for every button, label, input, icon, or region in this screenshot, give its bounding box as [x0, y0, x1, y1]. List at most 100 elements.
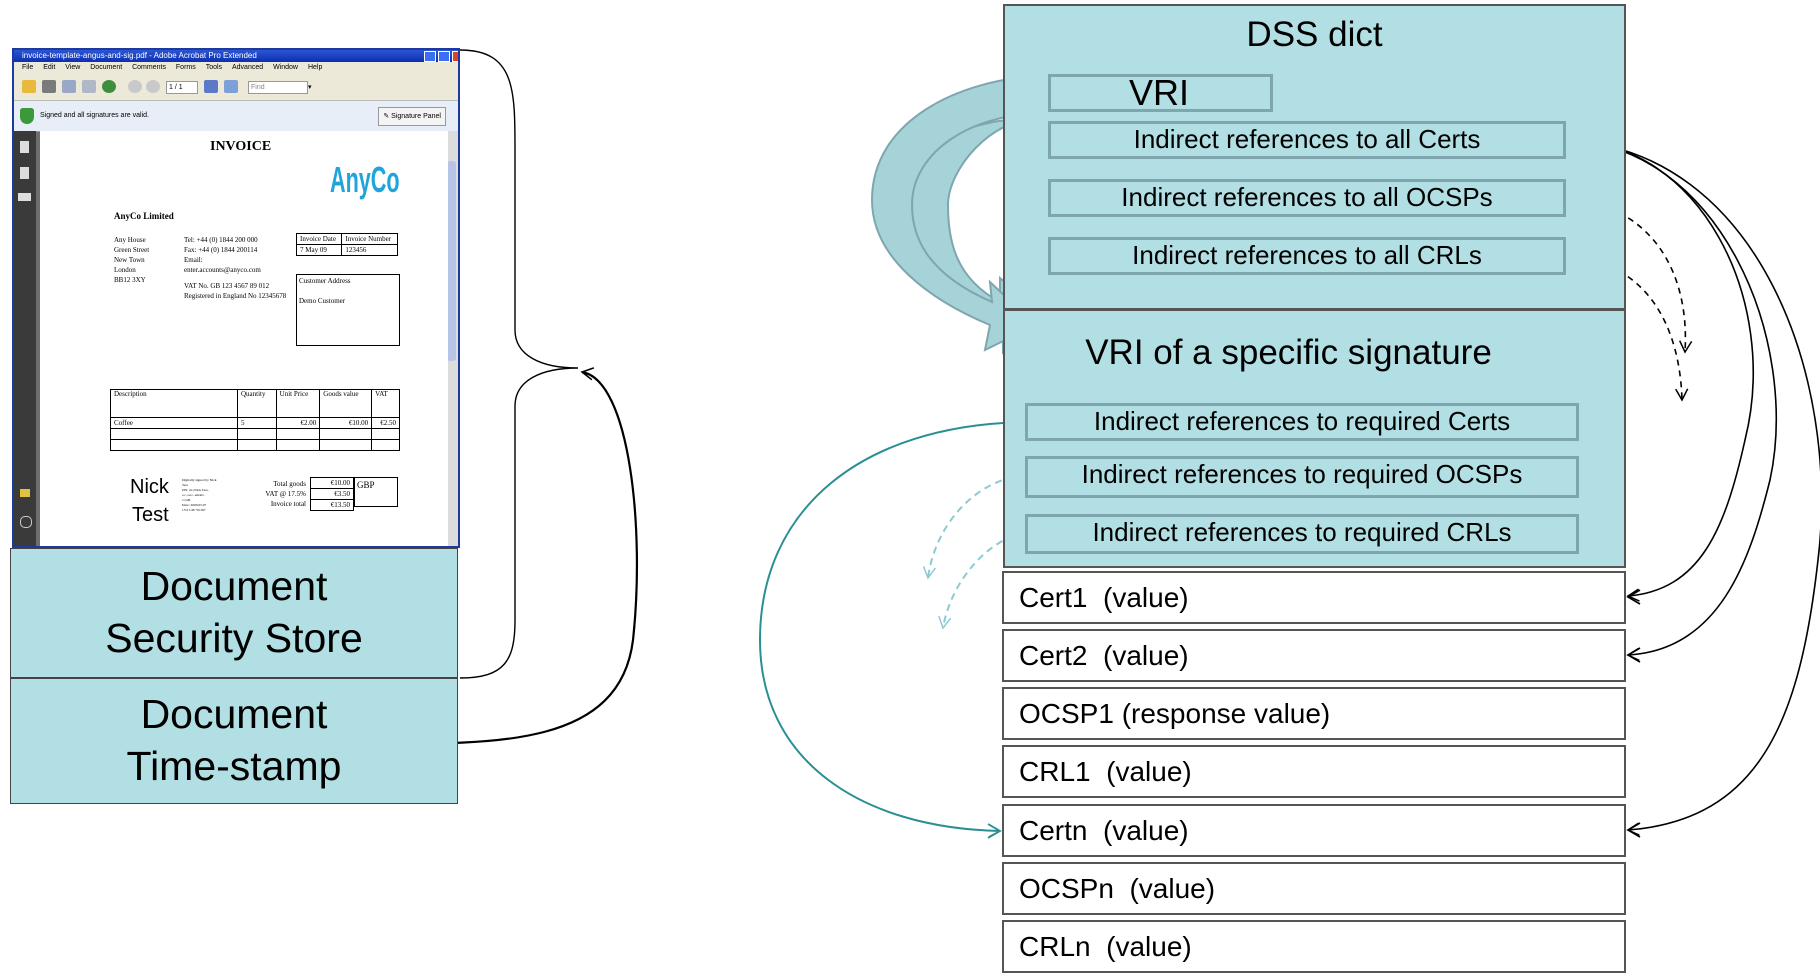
viewer-toolbar: 1 / 1 Find ▾ [14, 74, 458, 101]
scrollbar-thumb[interactable] [447, 161, 456, 361]
globe-icon[interactable] [102, 80, 116, 93]
address-line: New Town [114, 256, 145, 264]
signature-detail-line: 15:21:48 +01'00' [182, 508, 206, 512]
menu-forms[interactable]: Forms [175, 64, 196, 71]
column-header: Unit Price [275, 389, 321, 418]
timestamp-label-line1: Document [140, 691, 328, 737]
signatures-icon[interactable] [18, 193, 31, 201]
registration-number: Registered in England No 12345678 [184, 292, 287, 300]
save-icon[interactable] [204, 80, 218, 93]
company-name: AnyCo Limited [114, 211, 174, 221]
dss-label-line2: Security Store [105, 615, 363, 661]
brace-connector [459, 49, 579, 679]
menu-tools[interactable]: Tools [205, 64, 223, 71]
menu-advanced[interactable]: Advanced [232, 64, 264, 71]
customer-address-box: Customer Address Demo Customer [296, 274, 400, 346]
signature-detail-line: Digitally signed by Nick [182, 478, 217, 482]
fit-page-icon[interactable] [224, 80, 238, 93]
invoice-number-value: 123456 [341, 244, 398, 256]
signature-status-text: Signed and all signatures are valid. [40, 112, 149, 119]
currency-box: GBP [354, 477, 398, 507]
invoice-meta-table: Invoice Date Invoice Number 7 May 09 123… [295, 233, 398, 256]
next-page-icon[interactable] [146, 80, 160, 93]
menu-help[interactable]: Help [307, 64, 323, 71]
paperclip-icon[interactable] [20, 516, 32, 528]
page-number-field[interactable]: 1 / 1 [166, 81, 198, 94]
pdf-viewer-window: invoice-template-angus-and-sig.pdf - Ado… [12, 48, 460, 548]
total-label: Total goods [273, 480, 306, 488]
menu-comments[interactable]: Comments [132, 64, 166, 71]
menu-edit[interactable]: Edit [43, 64, 56, 71]
find-dropdown-icon[interactable]: ▾ [308, 84, 312, 91]
signer-last-name: Test [132, 504, 169, 526]
crl1-value-row: CRL1 (value) [1002, 745, 1626, 798]
signature-detail-line: DN: cn=Nick Test, [182, 488, 209, 492]
open-folder-icon[interactable] [22, 80, 36, 93]
attachments-icon[interactable] [20, 489, 30, 497]
close-icon[interactable] [452, 51, 458, 62]
contact-line: enter.accounts@anyco.com [184, 266, 261, 274]
address-line: Green Street [114, 246, 150, 254]
vri-curve-arrow-shape [870, 74, 1039, 352]
create-pdf-icon[interactable] [82, 80, 96, 93]
company-address: Any House Green Street New Town London B… [114, 235, 149, 285]
vri-box: VRI [1048, 74, 1273, 112]
crls-dashed-arrow [1565, 255, 1689, 402]
menu-window[interactable]: Window [273, 64, 298, 71]
cert2-value-row: Cert2 (value) [1002, 629, 1626, 682]
signature-panel-label: Signature Panel [391, 113, 441, 120]
ref-all-ocsps: Indirect references to all OCSPs [1048, 179, 1566, 217]
dss-label-line1: Document [140, 563, 328, 609]
certs-arrow-2 [1565, 139, 1778, 662]
ref-required-certs: Indirect references to required Certs [1025, 403, 1579, 441]
ref-required-ocsps: Indirect references to required OCSPs [1025, 456, 1579, 498]
maximize-icon[interactable] [438, 51, 450, 62]
cert1-arrowhead [1626, 589, 1641, 605]
menu-document[interactable]: Document [90, 64, 123, 71]
navigation-side-panel [14, 131, 36, 546]
line-items-table: Description Quantity Unit Price Goods va… [110, 389, 400, 451]
signature-detail-line: Date: 2009.05.07 [182, 503, 207, 507]
total-label: Invoice total [270, 500, 306, 508]
ref-required-crls: Indirect references to required CRLs [1025, 514, 1579, 554]
document-timestamp-box: Document Time-stamp [10, 678, 458, 804]
ocspn-value-row: OCSPn (value) [1002, 862, 1626, 915]
viewer-title: invoice-template-angus-and-sig.pdf - Ado… [22, 51, 257, 60]
ref-all-crls: Indirect references to all CRLs [1048, 237, 1566, 275]
timestamp-arrow [369, 367, 639, 745]
ref-all-certs: Indirect references to all Certs [1048, 121, 1566, 159]
vri-specific-title: VRI of a specific signature [1085, 333, 1492, 372]
signature-valid-icon [20, 108, 34, 124]
invoice-heading: INVOICE [210, 139, 272, 154]
previous-page-icon[interactable] [128, 80, 142, 93]
minimize-icon[interactable] [424, 51, 436, 62]
signature-panel-button[interactable]: ✎ Signature Panel [378, 107, 446, 126]
dss-dict-title: DSS dict [1246, 15, 1383, 54]
signature-status-bar: Signed and all signatures are valid. ✎ S… [14, 101, 458, 132]
email-icon[interactable] [62, 80, 76, 93]
bookmarks-icon[interactable] [20, 167, 29, 179]
address-line: London [114, 266, 136, 274]
invoice-page: INVOICE AnyCo AnyCo Limited Any House Gr… [40, 131, 448, 546]
viewer-title-bar: invoice-template-angus-and-sig.pdf - Ado… [14, 50, 458, 62]
contact-line: Tel: +44 (0) 1844 200 000 [184, 236, 258, 244]
company-contact: Tel: +44 (0) 1844 200 000 Fax: +44 (0) 1… [184, 235, 286, 301]
pages-icon[interactable] [20, 141, 29, 153]
totals-table: €10.00 €3.50 €13.50 [310, 477, 354, 511]
viewer-menu-bar: File Edit View Document Comments Forms T… [14, 62, 458, 74]
vat-number: VAT No. GB 123 4567 89 012 [184, 282, 270, 290]
menu-file[interactable]: File [22, 64, 34, 71]
timestamp-label-line2: Time-stamp [126, 743, 342, 789]
pen-icon: ✎ [383, 113, 390, 120]
find-field[interactable]: Find [248, 81, 308, 94]
cert1-value-row: Cert1 (value) [1002, 571, 1626, 624]
address-line: Any House [114, 236, 146, 244]
crln-value-row: CRLn (value) [1002, 920, 1626, 973]
print-icon[interactable] [42, 80, 56, 93]
menu-view[interactable]: View [65, 64, 81, 71]
total-label: VAT @ 17.5% [265, 490, 306, 498]
signature-detail-line: c=GB [182, 498, 191, 502]
signature-details: Digitally signed by Nick Test DN: cn=Nic… [182, 478, 217, 513]
